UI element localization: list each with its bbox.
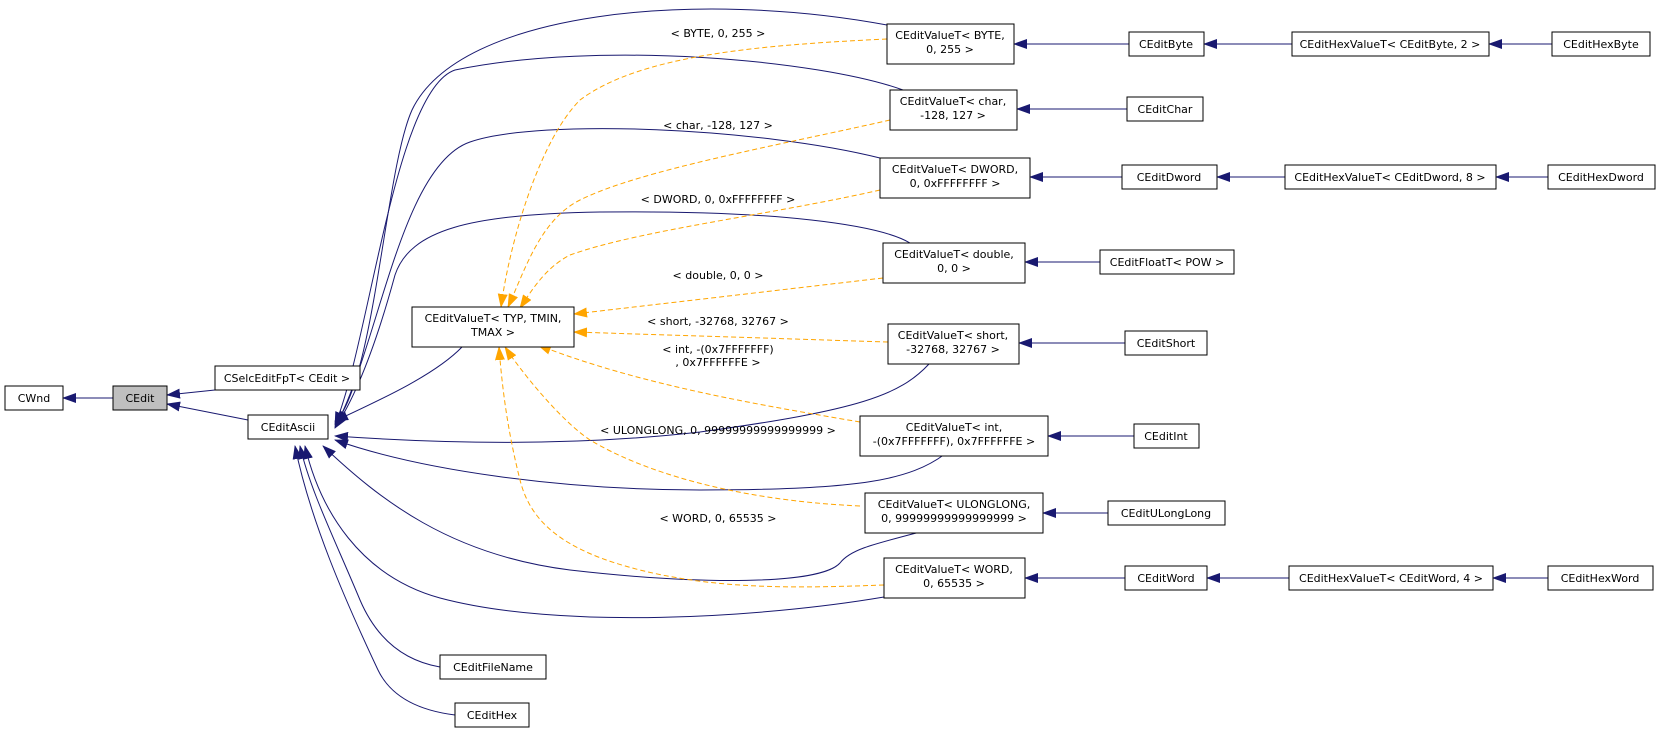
svg-text:CEditHexValueT< CEditByte, 2 >: CEditHexValueT< CEditByte, 2 > [1300, 38, 1481, 51]
svg-text:CEditValueT< short,-32768, 327: CEditValueT< short,-32768, 32767 > [898, 329, 1008, 356]
class-node-cedit-char[interactable]: CEditChar [1126, 96, 1204, 122]
svg-text:CEditHexByte: CEditHexByte [1563, 38, 1639, 51]
dash-v_short [573, 327, 889, 343]
edge-v_char-to-ceditascii [334, 54, 904, 426]
class-node-value-word[interactable]: CEditValueT< WORD,0, 65535 > [883, 557, 1026, 599]
svg-text:CEditChar: CEditChar [1138, 103, 1193, 116]
svg-text:CEditValueT< TYP, TMIN,TMAX >: CEditValueT< TYP, TMIN,TMAX > [425, 312, 562, 339]
edge-v_word-to-ceditascii [303, 445, 885, 619]
edge-label-char: < char, -128, 127 > [663, 119, 773, 132]
class-node-cedit-ascii[interactable]: CEditAscii [247, 414, 329, 440]
edge-label-byte: < BYTE, 0, 255 > [671, 27, 766, 40]
class-node-cselc-edit-fp[interactable]: CSelcEditFpT< CEdit > [214, 365, 361, 391]
dash-v_byte [497, 38, 888, 308]
edge-label-int: < int, -(0x7FFFFFFF), 0x7FFFFFFE > [662, 343, 773, 369]
dash-v_int [537, 344, 861, 423]
edge-template-to-ceditascii [334, 346, 463, 422]
edge-v_int-to-ceditascii [334, 439, 946, 491]
svg-text:CEditHexWord: CEditHexWord [1561, 572, 1640, 585]
template-edges [494, 38, 891, 588]
svg-text:CEditHexDword: CEditHexDword [1558, 171, 1644, 184]
edge-v_ulonglong-to-ceditascii [322, 445, 921, 581]
class-node-cedit-word[interactable]: CEditWord [1124, 565, 1208, 591]
edge-label-ulonglong: < ULONGLONG, 0, 99999999999999999 > [600, 424, 836, 437]
class-node-cwnd[interactable]: CWnd [4, 385, 64, 411]
class-node-value-byte[interactable]: CEditValueT< BYTE,0, 255 > [886, 23, 1015, 65]
edge-cedithex-to-ceditascii [292, 445, 456, 716]
class-node-cedit-ulonglong[interactable]: CEditULongLong [1107, 500, 1226, 526]
class-node-value-double[interactable]: CEditValueT< double,0, 0 > [882, 242, 1026, 284]
svg-text:CEditValueT< BYTE,0, 255 >: CEditValueT< BYTE,0, 255 > [895, 29, 1004, 56]
edge-v_double-to-ceditascii [334, 211, 911, 429]
edge-v_dword-to-ceditascii [334, 128, 881, 428]
class-node-hex-value-word[interactable]: CEditHexValueT< CEditWord, 4 > [1288, 565, 1494, 591]
svg-text:CEditValueT< DWORD,0, 0xFFFFFF: CEditValueT< DWORD,0, 0xFFFFFFFF > [892, 163, 1018, 190]
class-node-value-int[interactable]: CEditValueT< int,-(0x7FFFFFFF), 0x7FFFFF… [859, 415, 1049, 457]
class-node-cedit-dword[interactable]: CEditDword [1121, 164, 1218, 190]
svg-text:CEditFileName: CEditFileName [453, 661, 533, 674]
class-node-cedit-value-template[interactable]: CEditValueT< TYP, TMIN,TMAX > [411, 306, 575, 348]
edge-cselc-to-cedit [166, 388, 216, 399]
dash-v_char [507, 119, 891, 308]
class-node-value-char[interactable]: CEditValueT< char,-128, 127 > [889, 89, 1018, 131]
edge-v_byte-to-ceditascii [334, 8, 888, 424]
svg-text:CEditWord: CEditWord [1137, 572, 1194, 585]
svg-text:CEditFloatT< POW >: CEditFloatT< POW > [1110, 256, 1224, 269]
edge-label-double: < double, 0, 0 > [673, 269, 764, 282]
svg-text:CEditHexValueT< CEditDword, 8: CEditHexValueT< CEditDword, 8 > [1294, 171, 1485, 184]
svg-text:CEditShort: CEditShort [1137, 337, 1196, 350]
svg-text:CSelcEditFpT< CEdit >: CSelcEditFpT< CEdit > [224, 372, 350, 385]
class-node-cedit-hex-dword[interactable]: CEditHexDword [1547, 164, 1656, 190]
dash-v_double [573, 277, 884, 318]
class-node-hex-value-dword[interactable]: CEditHexValueT< CEditDword, 8 > [1284, 164, 1497, 190]
class-node-cedit-short[interactable]: CEditShort [1124, 330, 1208, 356]
svg-text:CEditHex: CEditHex [467, 709, 518, 722]
class-node-cedit-float[interactable]: CEditFloatT< POW > [1099, 249, 1235, 275]
svg-text:CEdit: CEdit [126, 392, 156, 405]
class-node-cedit-int[interactable]: CEditInt [1133, 423, 1200, 449]
svg-text:CEditULongLong: CEditULongLong [1121, 507, 1211, 520]
edge-label-dword: < DWORD, 0, 0xFFFFFFFF > [641, 193, 796, 206]
class-node-cedit-file-name[interactable]: CEditFileName [439, 654, 547, 680]
svg-text:CEditValueT< WORD,0, 65535 >: CEditValueT< WORD,0, 65535 > [895, 563, 1013, 590]
svg-text:CEditValueT< char,-128, 127 >: CEditValueT< char,-128, 127 > [900, 95, 1006, 122]
class-node-cedit-hex-byte[interactable]: CEditHexByte [1551, 31, 1651, 57]
class-node-cedit-hex-word[interactable]: CEditHexWord [1547, 565, 1654, 591]
svg-text:CEditInt: CEditInt [1144, 430, 1188, 443]
class-node-cedit-byte[interactable]: CEditByte [1128, 31, 1205, 57]
svg-text:CEditValueT< ULONGLONG,0, 9999: CEditValueT< ULONGLONG,0, 99999999999999… [878, 498, 1030, 525]
edge-label-short: < short, -32768, 32767 > [647, 315, 789, 328]
dash-v_ulonglong [504, 346, 861, 507]
inheritance-edges [62, 8, 1552, 716]
class-node-hex-value-byte[interactable]: CEditHexValueT< CEditByte, 2 > [1291, 31, 1490, 57]
class-node-cedit-hex[interactable]: CEditHex [454, 702, 530, 728]
edge-ceditfilename-to-ceditascii [298, 445, 441, 668]
dash-v_word [494, 346, 885, 588]
edge-label-word: < WORD, 0, 65535 > [659, 512, 776, 525]
class-node-value-ulonglong[interactable]: CEditValueT< ULONGLONG,0, 99999999999999… [864, 492, 1044, 534]
svg-text:CEditByte: CEditByte [1139, 38, 1193, 51]
svg-text:CEditAscii: CEditAscii [261, 421, 315, 434]
class-node-value-dword[interactable]: CEditValueT< DWORD,0, 0xFFFFFFFF > [879, 157, 1031, 199]
svg-text:CEditValueT< int,-(0x7FFFFFFF): CEditValueT< int,-(0x7FFFFFFF), 0x7FFFFF… [873, 421, 1035, 448]
svg-text:CEditHexValueT< CEditWord, 4 >: CEditHexValueT< CEditWord, 4 > [1299, 572, 1483, 585]
edge-v_short-to-ceditascii [334, 363, 930, 443]
dash-v_dword [519, 189, 881, 309]
svg-text:CEditValueT< double,0, 0 >: CEditValueT< double,0, 0 > [894, 248, 1014, 275]
svg-text:CWnd: CWnd [18, 392, 51, 405]
svg-text:CEditDword: CEditDword [1137, 171, 1202, 184]
class-node-value-short[interactable]: CEditValueT< short,-32768, 32767 > [887, 323, 1020, 365]
edge-ceditascii-to-cedit [166, 401, 249, 421]
edge-labels: < BYTE, 0, 255 > < char, -128, 127 > < D… [600, 27, 836, 525]
class-node-cedit[interactable]: CEdit [112, 385, 168, 411]
